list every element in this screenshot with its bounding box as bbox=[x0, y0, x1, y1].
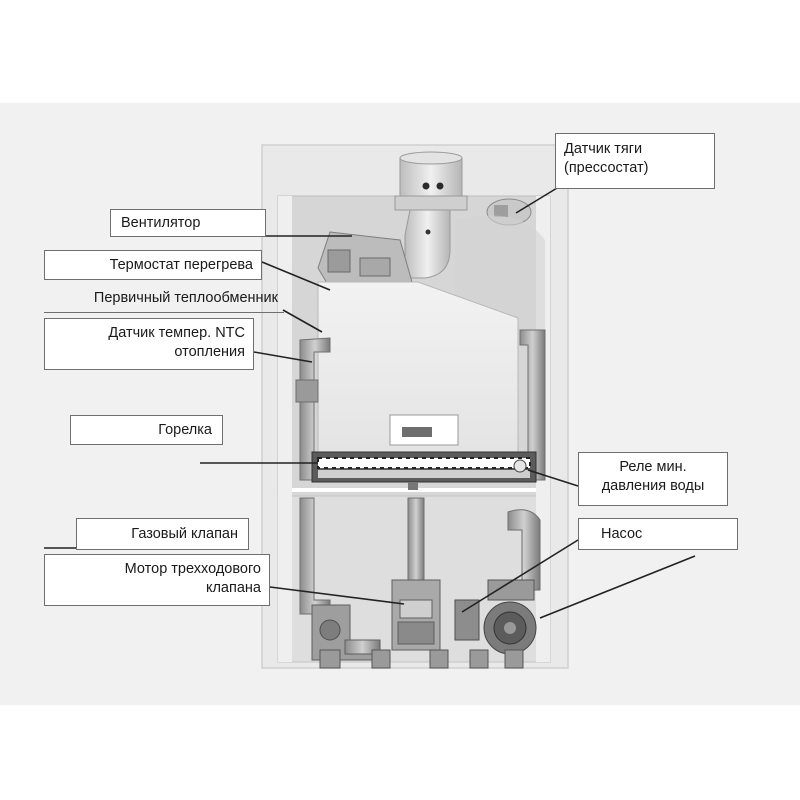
label-three-way-motor-line2: клапана bbox=[205, 580, 261, 596]
label-primary-heat-exchanger: Первичный теплообменник bbox=[44, 285, 284, 313]
label-burner: Горелка bbox=[70, 415, 223, 445]
heating-pipes bbox=[295, 329, 546, 481]
label-pump: Насос bbox=[578, 518, 738, 550]
leader-min-pressure bbox=[527, 469, 579, 487]
leader-overheat-thermostat-2 bbox=[261, 261, 331, 291]
label-ntc-sensor-line1: Датчик темпер. NTC bbox=[108, 325, 245, 341]
lower-hydraulics bbox=[299, 497, 541, 669]
leader-three-way-2 bbox=[269, 586, 405, 605]
flue-outlet bbox=[394, 151, 468, 211]
label-overheat-thermostat: Термостат перегрева bbox=[44, 250, 262, 280]
pressostat-device bbox=[455, 198, 545, 330]
label-draft-sensor: Датчик тяги (прессостат) bbox=[555, 133, 715, 189]
leader-primary-hex bbox=[282, 309, 323, 333]
leader-ntc-2 bbox=[253, 351, 313, 363]
label-min-pressure-relay: Реле мин. давления воды bbox=[578, 452, 728, 506]
leader-pump bbox=[461, 539, 579, 613]
label-gas-valve: Газовый клапан bbox=[76, 518, 249, 550]
label-min-pressure-relay-line1: Реле мин. bbox=[619, 459, 687, 475]
label-overheat-thermostat-text: Термостат перегрева bbox=[109, 257, 253, 273]
leader-draft-sensor bbox=[515, 184, 563, 214]
label-pump-text: Насос bbox=[601, 526, 643, 542]
label-gas-valve-text: Газовый клапан bbox=[131, 526, 238, 542]
label-draft-sensor-line2: (прессостат) bbox=[564, 160, 649, 176]
label-three-way-motor: Мотор трехходового клапана bbox=[44, 554, 270, 606]
label-three-way-motor-line1: Мотор трехходового bbox=[124, 561, 261, 577]
label-ntc-sensor: Датчик темпер. NTC отопления bbox=[44, 318, 254, 370]
combustion-chamber bbox=[317, 281, 519, 453]
label-fan-text: Вентилятор bbox=[121, 215, 201, 231]
label-burner-text: Горелка bbox=[158, 422, 212, 438]
label-min-pressure-relay-line2: давления воды bbox=[601, 478, 705, 494]
label-ntc-sensor-line2: отопления bbox=[174, 344, 245, 360]
leader-pump-2 bbox=[539, 555, 696, 619]
label-fan: Вентилятор bbox=[110, 209, 266, 237]
label-primary-heat-exchanger-text: Первичный теплообменник bbox=[93, 290, 278, 306]
burner bbox=[311, 451, 537, 490]
label-draft-sensor-line1: Датчик тяги bbox=[564, 141, 643, 157]
